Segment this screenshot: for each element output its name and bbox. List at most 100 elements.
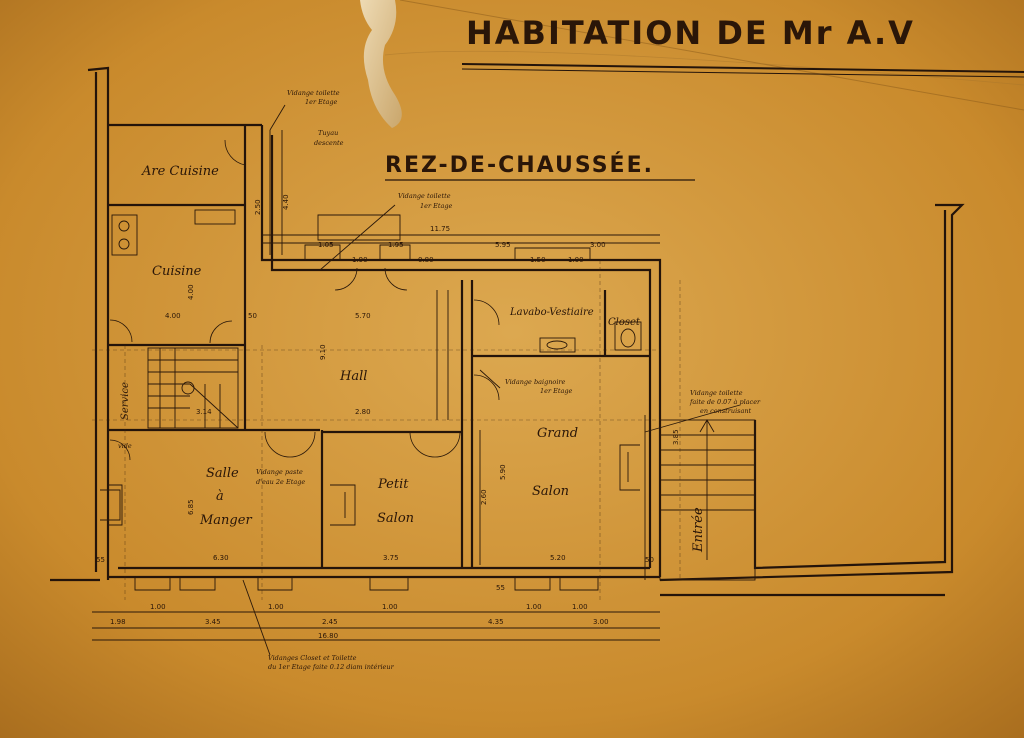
- room-service: Service: [120, 382, 131, 420]
- window-1: [134, 577, 171, 591]
- inner-wall-north: [270, 135, 652, 568]
- window-6: [559, 577, 599, 591]
- dim-1-00c: 1.00: [268, 603, 284, 611]
- door-service: [109, 439, 131, 461]
- note-vidange-eau: Vidange paste: [256, 468, 303, 476]
- note-vidange-eau-b: d'eau 2e Etage: [256, 478, 305, 486]
- fireplace-dining: [100, 484, 123, 526]
- kitchen-fixtures: [111, 209, 236, 256]
- room-salle-3: Manger: [199, 513, 252, 528]
- door-hall-1: [334, 267, 358, 291]
- room-salle-2: à: [216, 489, 224, 504]
- title-underline-2: [461, 68, 1024, 78]
- dim-6-85: 6.85: [187, 499, 195, 515]
- lavabo-fixture: [539, 337, 576, 353]
- fold-line: [399, 0, 1024, 111]
- window-2: [179, 577, 216, 591]
- note-vide: vide: [118, 442, 132, 450]
- room-petit-salon-1: Petit: [377, 477, 409, 492]
- bay-north: [317, 214, 401, 241]
- door-grand-1: [473, 299, 500, 326]
- leader-lines: [242, 104, 741, 656]
- dim-4-40: 4.40: [282, 194, 290, 210]
- door-dining: [264, 431, 316, 458]
- dim-4-00b: 4.00: [187, 284, 195, 300]
- note-vidange-toilette-2b: 1er Etage: [420, 202, 453, 210]
- dim-55a: 55: [96, 556, 105, 564]
- dim-3-14: 3.14: [196, 408, 212, 416]
- note-vidange-baignoire-b: 1er Etage: [540, 387, 573, 395]
- note-vidange-toilette-1: Vidange toilette: [287, 89, 340, 97]
- window-3: [257, 577, 293, 591]
- outer-wall-north-main: [260, 125, 662, 577]
- dim-1-05: 1.05: [318, 241, 334, 249]
- dim-5-70: 5.70: [355, 312, 371, 320]
- dim-6-30: 6.30: [213, 554, 229, 562]
- note-tuyau: Tuyau: [318, 129, 338, 137]
- door-arr-cuisine: [224, 139, 246, 166]
- dim-11-75: 11.75: [430, 225, 450, 233]
- dim-16-80: 16.80: [318, 632, 338, 640]
- garden-wall: [659, 203, 965, 582]
- dim-4-00: 4.00: [165, 312, 181, 320]
- dim-50b: 50: [645, 556, 654, 564]
- room-hall: Hall: [339, 369, 367, 384]
- room-cuisine: Cuisine: [152, 264, 202, 279]
- note-vidange-baignoire: Vidange baignoire: [505, 378, 566, 386]
- dim-2-50: 2.50: [254, 199, 262, 215]
- room-lavabo: Lavabo-Vestiaire: [509, 307, 594, 318]
- dim-5-90: 5.90: [499, 464, 507, 480]
- ground-line: [50, 578, 945, 597]
- dim-50a: 50: [248, 312, 257, 320]
- note-vidange-toilette-3c: en construisant: [700, 407, 752, 415]
- fold-line-2: [384, 50, 1024, 86]
- outer-wall-west: [87, 66, 110, 580]
- note-vidange-toilette-3: Vidange toilette: [690, 389, 743, 397]
- dim-3-85: 3.85: [672, 429, 680, 445]
- dim-1-90: 1.90: [352, 256, 368, 264]
- dim-1-00e: 1.00: [526, 603, 542, 611]
- fireplace-petit-salon: [330, 484, 356, 526]
- note-tuyau-b: descente: [314, 139, 344, 147]
- dim-2-80: 2.80: [355, 408, 371, 416]
- room-petit-salon-2: Salon: [377, 511, 414, 526]
- note-vidange-toilette-1b: 1er Etage: [305, 98, 338, 106]
- dimension-lines: [92, 130, 681, 641]
- entrance-steps: [659, 419, 756, 581]
- dim-5-95: 5.95: [495, 241, 511, 249]
- staircase: [147, 347, 239, 429]
- dim-1-50: 1.50: [530, 256, 546, 264]
- door-kitchen-2: [209, 320, 233, 344]
- drawing-title: HABITATION DE Mr A.V: [466, 14, 915, 52]
- room-closet: Closet: [608, 317, 641, 328]
- door-petit: [409, 431, 461, 458]
- window-north-3: [514, 247, 591, 260]
- fireplace-grand-salon: [619, 444, 640, 491]
- door-kitchen: [109, 319, 133, 343]
- dim-1-00d: 1.00: [382, 603, 398, 611]
- door-hall-2: [384, 267, 408, 291]
- door-grand-2: [473, 374, 500, 401]
- dim-4-35: 4.35: [488, 618, 504, 626]
- dim-9-10: 9.10: [319, 344, 327, 360]
- dim-3-45: 3.45: [205, 618, 221, 626]
- dim-3-00b: 3.00: [593, 618, 609, 626]
- dim-5-20: 5.20: [550, 554, 566, 562]
- dim-1-95: 1.95: [388, 241, 404, 249]
- window-4: [369, 577, 409, 591]
- dim-1-00b: 1.00: [150, 603, 166, 611]
- window-north-2: [379, 244, 411, 260]
- title-underline: [461, 63, 1024, 73]
- room-arriere-cuisine: Are Cuisine: [141, 164, 219, 179]
- dim-3-75: 3.75: [383, 554, 399, 562]
- dim-55b: 55: [496, 584, 505, 592]
- note-vidange-toilette-3b: faite de 0.07 à placer: [689, 398, 761, 406]
- dim-1-98: 1.98: [110, 618, 126, 626]
- dim-3-00a: 3.00: [590, 241, 606, 249]
- room-entree: Entrée: [691, 507, 706, 553]
- note-vidange-bottom-b: du 1er Etage faite 0.12 diam intérieur: [268, 663, 395, 671]
- note-vidange-toilette-2: Vidange toilette: [398, 192, 451, 200]
